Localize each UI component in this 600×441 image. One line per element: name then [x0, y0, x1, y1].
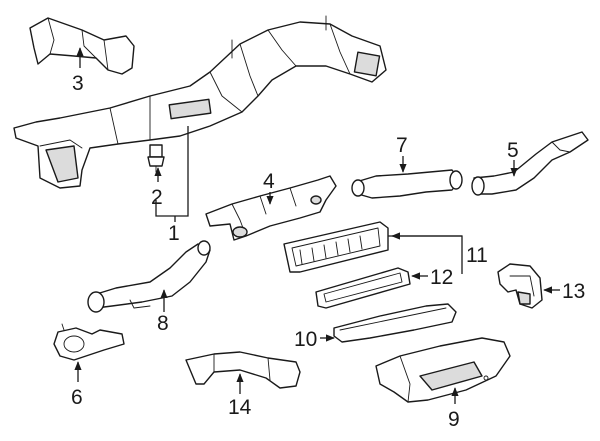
callout-11: 11: [466, 244, 488, 267]
callout-9: 9: [448, 408, 460, 431]
callout-3: 3: [72, 72, 84, 95]
part-11-vent-frame: [283, 221, 389, 273]
part-3-duct: [29, 17, 135, 75]
part-8-floor-duct: [87, 240, 211, 313]
part-5-angled-duct: [471, 131, 589, 196]
part-2-fastener: [147, 144, 165, 173]
callout-14: 14: [228, 396, 252, 419]
part-10-trim-panel: [333, 303, 457, 343]
callout-4: 4: [263, 170, 275, 193]
callout-10: 10: [294, 328, 317, 351]
callout-13: 13: [562, 280, 585, 303]
part-14-rear-duct: [185, 351, 301, 389]
part-9-duct-box: [375, 337, 511, 403]
callout-12: 12: [430, 266, 453, 289]
leader-11-bracket: [388, 235, 463, 254]
part-7-duct-tube: [351, 169, 463, 199]
part-12-vent-bezel: [315, 267, 411, 309]
part-4-bracket: [205, 175, 337, 241]
callout-7: 7: [396, 134, 408, 157]
leader-1-bracket: [155, 126, 189, 217]
callout-1: 1: [168, 222, 180, 245]
callout-5: 5: [507, 139, 519, 162]
callout-2: 2: [151, 186, 163, 209]
part-1-main-duct: [13, 15, 387, 189]
part-13-duct-elbow: [497, 263, 543, 309]
callout-6: 6: [71, 386, 83, 409]
part-6-outlet: [53, 323, 125, 361]
callout-8: 8: [157, 312, 169, 335]
